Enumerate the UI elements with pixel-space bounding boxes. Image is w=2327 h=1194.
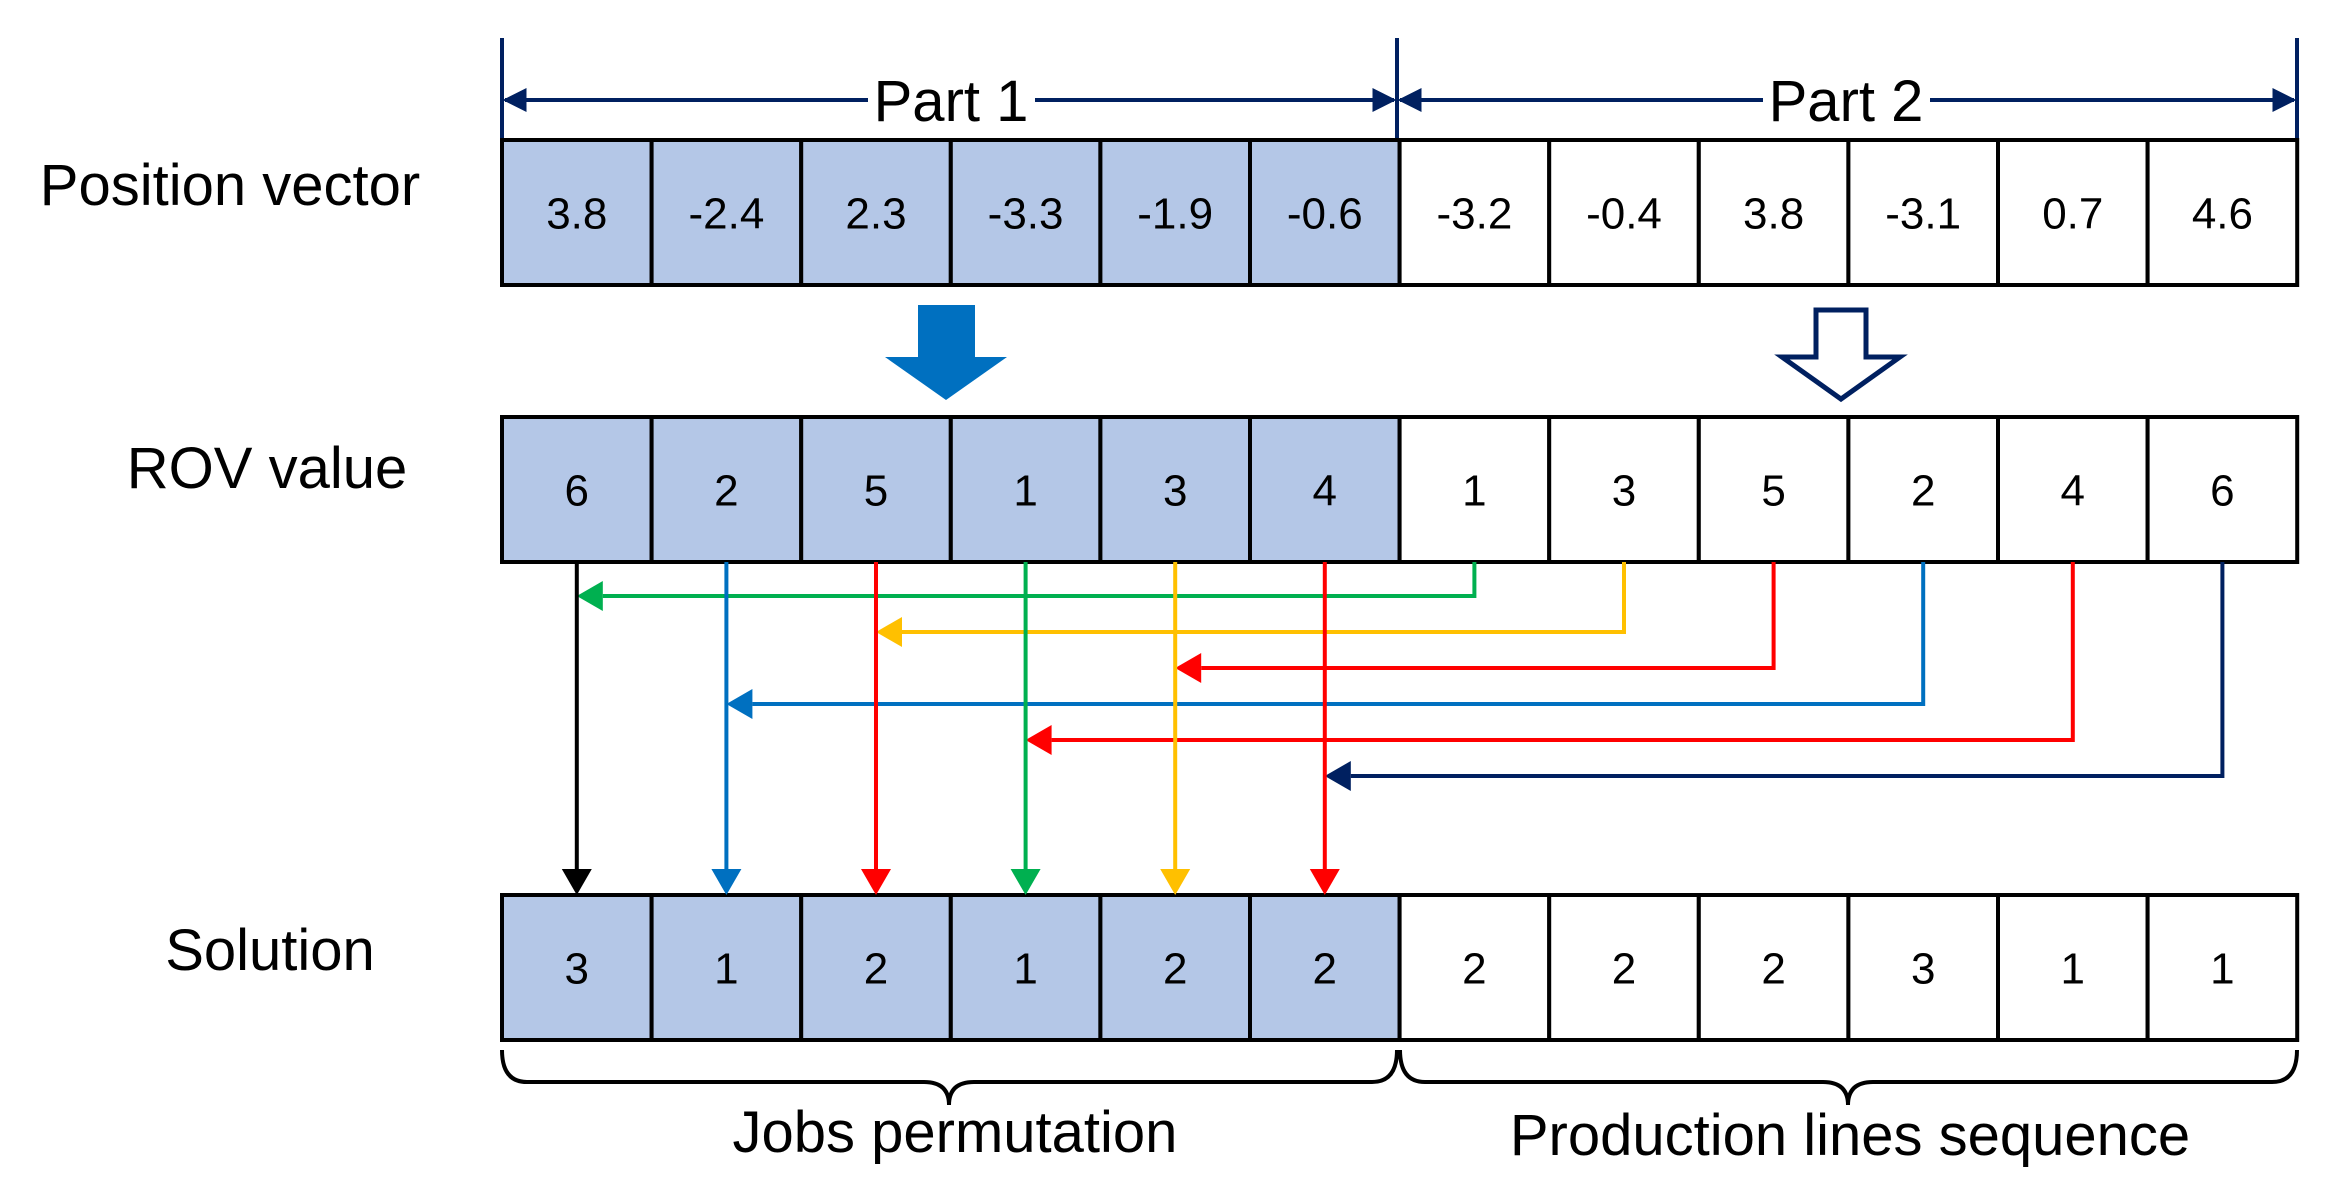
solution-cell-value: 1 <box>2061 945 2085 994</box>
solution-cell-value: 1 <box>1013 945 1037 994</box>
rov-cell-value: 1 <box>1462 467 1486 516</box>
rov-cell-value: 3 <box>1163 467 1187 516</box>
mapping-arrowhead <box>1324 761 1351 791</box>
hollow-down-arrow-icon <box>1774 307 1908 403</box>
solution-cell-value: 2 <box>1462 945 1486 994</box>
mapping-arrowhead <box>1025 725 1052 755</box>
solution-cell-value: 2 <box>1163 945 1187 994</box>
solution-cell-box <box>649 893 804 1042</box>
rov-cell-box <box>1696 415 1851 564</box>
solution-cell-value: 3 <box>565 945 589 994</box>
position-vector-label: Position vector <box>40 153 420 218</box>
mapping-line <box>1350 562 2225 778</box>
solution-label: Solution <box>165 918 375 983</box>
solution-row: 3 1 2 1 2 2 2 2 2 3 1 1 <box>500 893 2300 1042</box>
rov-cell-value: 6 <box>565 467 589 516</box>
part1-span: Part 1 <box>500 38 1399 140</box>
solution-cell-box <box>948 893 1103 1042</box>
vertical-arrowhead <box>711 869 742 895</box>
mapping-arrows <box>561 562 2225 895</box>
mapping-line <box>602 562 1477 598</box>
solution-cell-value: 2 <box>1313 945 1337 994</box>
rov-cell-box <box>948 415 1103 564</box>
position-vector-row: 3.8 -2.4 2.3 -3.3 -1.9 -0.6 -3.2 -0.4 3.8 -3.1 0.7… <box>500 138 2300 287</box>
position-cell-box <box>649 138 804 287</box>
rov-cell-value: 2 <box>714 467 738 516</box>
position-cell-value: 3.8 <box>1743 190 1804 239</box>
position-cell-value: -0.4 <box>1586 190 1662 239</box>
rov-cell-box <box>1098 415 1253 564</box>
part2-span: Part 2 <box>1397 38 2299 140</box>
rov-cell-value: 4 <box>2061 467 2085 516</box>
vertical-arrowhead <box>1309 869 1340 895</box>
vertical-arrowhead <box>1160 869 1191 895</box>
mapping-arrowhead <box>726 689 753 719</box>
part1-label: Part 1 <box>874 69 1029 134</box>
rov-cell-value: 4 <box>1313 467 1337 516</box>
solution-cell-box <box>1547 893 1701 1042</box>
production-lines-brace <box>1398 1049 2299 1106</box>
rov-cell-value: 6 <box>2210 467 2234 516</box>
mapping-line <box>1201 562 1776 670</box>
vertical-arrowhead <box>861 869 891 895</box>
position-cell-box <box>948 138 1103 287</box>
rov-cell-box <box>1996 415 2150 564</box>
production-lines-sequence-label: Production lines sequence <box>1510 1103 2190 1168</box>
rov-value-label: ROV value <box>127 436 407 501</box>
position-cell-box <box>1098 138 1253 287</box>
position-cell-box <box>1696 138 1851 287</box>
rov-cell-value: 5 <box>864 467 888 516</box>
position-cell-value: -3.2 <box>1436 190 1512 239</box>
position-cell-value: 2.3 <box>845 190 906 239</box>
mapping-line <box>752 562 1926 706</box>
solution-cell-box <box>1248 893 1402 1042</box>
position-cell-value: -0.6 <box>1287 190 1363 239</box>
solution-cell-box <box>500 893 654 1042</box>
jobs-permutation-brace <box>500 1049 1399 1106</box>
solution-cell-box <box>1696 893 1851 1042</box>
solution-cell-value: 3 <box>1911 945 1935 994</box>
position-cell-box <box>1996 138 2150 287</box>
rov-cell-box <box>649 415 804 564</box>
position-cell-value: -1.9 <box>1137 190 1213 239</box>
filled-down-arrow-icon <box>885 305 1007 400</box>
rov-cell-value: 3 <box>1612 467 1636 516</box>
vertical-arrowhead <box>561 869 592 895</box>
rov-value-row: 6 2 5 1 3 4 1 3 5 2 4 6 <box>500 415 2300 564</box>
mapping-line <box>902 562 1626 634</box>
mapping-arrowhead <box>576 581 603 611</box>
solution-cell-box <box>1098 893 1253 1042</box>
jobs-permutation-label: Jobs permutation <box>733 1100 1178 1165</box>
position-cell-box <box>799 138 953 287</box>
solution-cell-box <box>2145 893 2300 1042</box>
position-cell-box <box>2145 138 2300 287</box>
rov-cell-value: 5 <box>1761 467 1785 516</box>
position-cell-value: 3.8 <box>546 190 607 239</box>
rov-cell-box <box>1397 415 1552 564</box>
position-cell-value: -3.1 <box>1885 190 1961 239</box>
rov-cell-value: 1 <box>1013 467 1037 516</box>
solution-cell-value: 2 <box>1612 945 1636 994</box>
mapping-line <box>1051 562 2075 742</box>
solution-cell-box <box>1996 893 2150 1042</box>
solution-cell-value: 1 <box>714 945 738 994</box>
vertical-arrowhead <box>1010 869 1041 895</box>
mapping-arrowhead <box>876 617 902 647</box>
mapping-arrowhead <box>1175 653 1202 683</box>
position-cell-value: 0.7 <box>2042 190 2103 239</box>
solution-cell-value: 2 <box>1761 945 1785 994</box>
position-cell-box <box>500 138 654 287</box>
rov-cell-box <box>500 415 654 564</box>
rov-cell-value: 2 <box>1911 467 1935 516</box>
position-cell-value: 4.6 <box>2192 190 2253 239</box>
solution-cell-box <box>1846 893 2001 1042</box>
position-cell-value: -2.4 <box>688 190 764 239</box>
part2-label: Part 2 <box>1769 69 1924 134</box>
position-cell-box <box>1248 138 1402 287</box>
position-cell-value: -3.3 <box>988 190 1064 239</box>
solution-cell-value: 2 <box>864 945 888 994</box>
solution-cell-value: 1 <box>2210 945 2234 994</box>
